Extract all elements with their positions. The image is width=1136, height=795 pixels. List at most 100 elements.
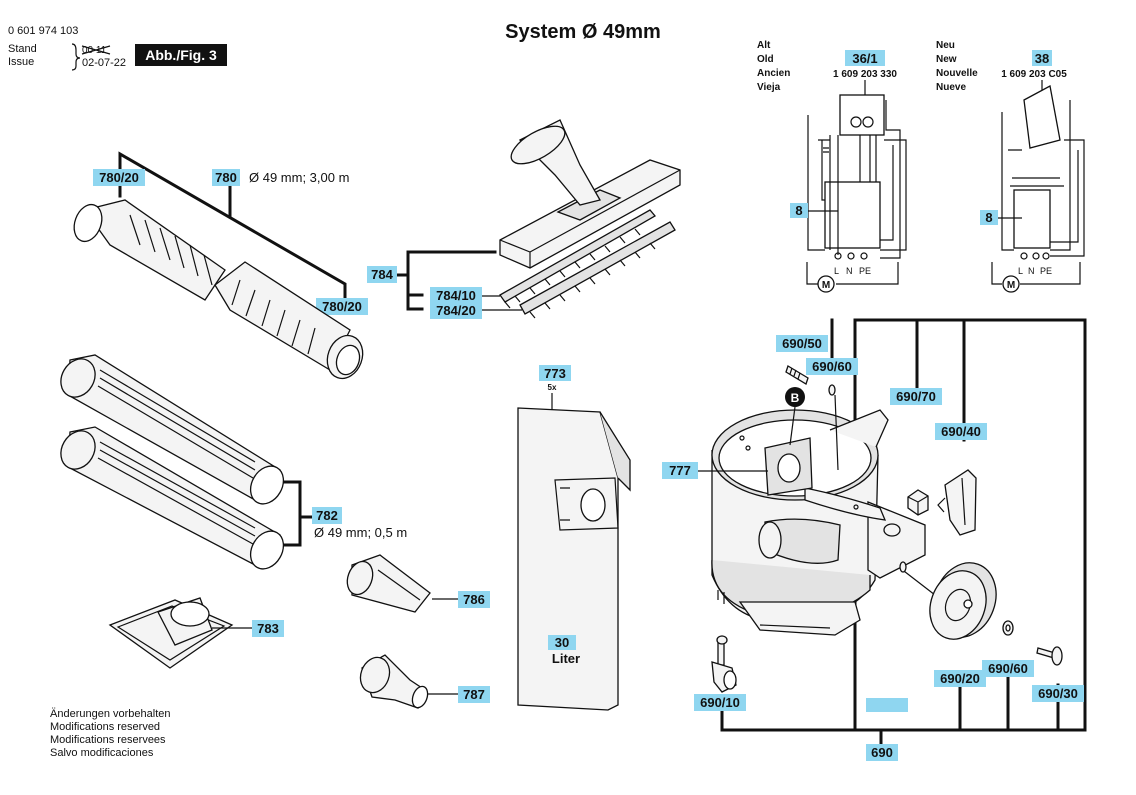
callout-787: 787	[463, 687, 485, 702]
new-board-label: 8	[985, 210, 992, 225]
latch-690-40	[937, 469, 977, 536]
flexible-hose	[73, 199, 364, 380]
label-bg-690-60-top	[806, 358, 858, 375]
filter-bag	[517, 407, 631, 711]
brace	[71, 43, 81, 71]
footer-notes: Änderungen vorbehalten Modifications res…	[50, 708, 170, 759]
issue-label: Issue	[8, 56, 34, 68]
callout-690: 690	[871, 745, 893, 760]
label-bg-36-1	[845, 50, 885, 66]
label-bg-786	[458, 591, 490, 608]
stand-label: Stand	[8, 43, 37, 55]
hose-spec: Ø 49 mm; 3,00 m	[249, 170, 349, 185]
svg-text:Vieja: Vieja	[757, 82, 781, 93]
callout-784-10: 784/10	[436, 288, 476, 303]
new-part-label: 38	[1035, 51, 1049, 66]
label-bg-784-20	[430, 302, 482, 319]
empty-highlight-box	[866, 698, 908, 712]
label-bg-780-20-bottom	[316, 298, 368, 315]
label-bg-783	[252, 620, 284, 637]
callout-690-70: 690/70	[896, 389, 936, 404]
svg-text:Ancien: Ancien	[757, 68, 790, 79]
detail-b-marker	[785, 387, 805, 407]
label-bg-784	[367, 266, 397, 283]
svg-text:New: New	[936, 54, 957, 65]
svg-text:Old: Old	[757, 54, 774, 65]
page-title: System Ø 49mm	[505, 21, 661, 43]
bag-volume-unit: Liter	[552, 651, 580, 666]
svg-text:Alt: Alt	[757, 40, 771, 51]
callout-690-60-bottom: 690/60	[988, 661, 1028, 676]
svg-text:Modifications reserved: Modifications reserved	[50, 721, 160, 733]
extension-tubes	[60, 354, 285, 570]
svg-text:M: M	[822, 280, 830, 291]
label-bg-782	[312, 507, 342, 524]
tube-bracket	[281, 480, 314, 547]
svg-text:PE: PE	[859, 266, 871, 276]
fig-label-box	[135, 44, 227, 66]
svg-text:L: L	[1018, 266, 1023, 276]
callout-786: 786	[463, 592, 485, 607]
callout-784: 784	[371, 267, 393, 282]
callout-690-10: 690/10	[700, 695, 740, 710]
label-bg-690-60-bottom	[982, 660, 1034, 677]
callout-777: 777	[669, 463, 691, 478]
reducer-adapter	[359, 654, 429, 709]
bolt-690-30	[1036, 646, 1063, 666]
label-bg-773	[539, 365, 571, 381]
label-bg-8-new	[980, 210, 998, 225]
issue-date: 02-07-22	[82, 57, 126, 69]
upholstery-nozzle	[108, 597, 234, 669]
label-bg-690-20	[934, 670, 986, 687]
clip-690-70	[907, 489, 929, 516]
screw-690-50	[785, 365, 809, 385]
label-bg-690-70	[890, 388, 942, 405]
svg-text:Nueve: Nueve	[936, 82, 966, 93]
label-bg-780	[212, 169, 240, 186]
svg-text:PE: PE	[1040, 266, 1052, 276]
tube-spec: Ø 49 mm; 0,5 m	[314, 525, 407, 540]
label-bg-8-old	[790, 203, 808, 218]
callout-780-20-bottom: 780/20	[322, 299, 362, 314]
svg-text:Salvo modificaciones: Salvo modificaciones	[50, 747, 154, 759]
nozzle-bracket	[395, 250, 497, 311]
svg-text:Modifications reservees: Modifications reservees	[50, 734, 166, 746]
label-bg-784-10	[430, 287, 482, 304]
bag-qty: 5x	[548, 383, 557, 392]
svg-text:Änderungen vorbehalten: Änderungen vorbehalten	[50, 708, 170, 720]
label-bg-780-20-top	[93, 169, 145, 186]
label-bg-690-50	[776, 335, 828, 352]
fig-label: Abb./Fig. 3	[145, 47, 217, 63]
old-wiring-schematic: M L N PE	[806, 94, 907, 293]
label-bg-787	[458, 686, 490, 703]
wiring-new-terms: Neu New Nouvelle Nueve	[936, 40, 978, 93]
callout-690-50: 690/50	[782, 336, 822, 351]
label-bg-690-40	[935, 423, 987, 440]
callout-783: 783	[257, 621, 279, 636]
old-part-number: 1 609 203 330	[833, 69, 897, 80]
crevice-nozzle	[346, 554, 431, 613]
callout-690-60-top: 690/60	[812, 359, 852, 374]
callout-690-40: 690/40	[941, 424, 981, 439]
container	[711, 409, 926, 636]
label-bg-777	[662, 462, 698, 479]
old-board-label: 8	[795, 203, 802, 218]
svg-text:N: N	[846, 266, 853, 276]
crossed-out-mark: 00 11	[81, 45, 111, 56]
seal-plate	[764, 437, 813, 496]
doc-number: 0 601 974 103	[8, 25, 78, 37]
bag-volume-number: 30	[555, 635, 569, 650]
svg-text:N: N	[1028, 266, 1035, 276]
washer-690-60-bottom	[1002, 620, 1014, 636]
svg-text:Neu: Neu	[936, 40, 955, 51]
callout-780: 780	[215, 170, 237, 185]
callout-782: 782	[316, 508, 338, 523]
callout-690-30: 690/30	[1038, 686, 1078, 701]
label-bg-690-10	[694, 694, 746, 711]
label-bg-38	[1032, 50, 1052, 66]
wiring-old-terms: Alt Old Ancien Vieja	[757, 40, 790, 93]
svg-text:Nouvelle: Nouvelle	[936, 68, 978, 79]
callout-690-20: 690/20	[940, 671, 980, 686]
callout-780-20-top: 780/20	[99, 170, 139, 185]
